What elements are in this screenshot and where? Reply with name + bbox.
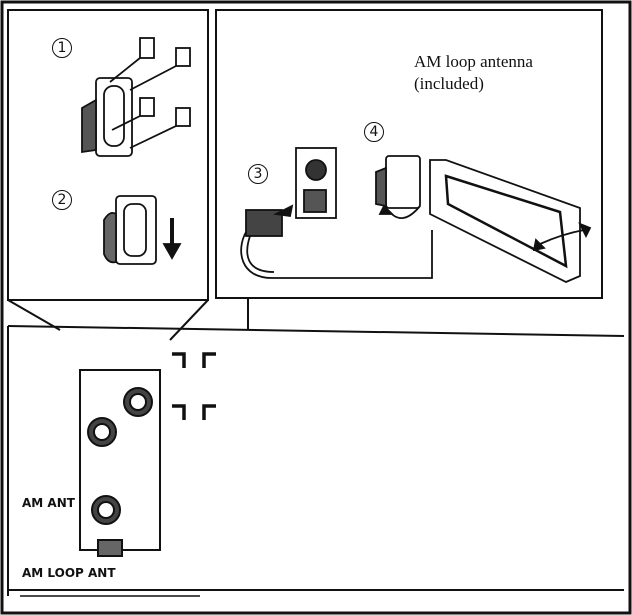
step3-illustration [240, 147, 433, 279]
callout-line-right [169, 299, 209, 341]
step-4-marker: 4 [364, 122, 384, 142]
step1-illustration [81, 37, 191, 157]
chassis-top-edge [7, 325, 625, 337]
antenna-note: (included) [414, 74, 484, 93]
mounting-marks [172, 352, 216, 420]
callout-line-left [7, 299, 61, 331]
terminal-module [79, 369, 161, 557]
antenna-connection-panel [215, 9, 603, 299]
step4-illustration [375, 155, 592, 283]
antenna-label: AM loop antenna [414, 52, 533, 71]
step2-illustration [103, 195, 182, 265]
am-ant-label: AM ANT [22, 496, 75, 510]
clip-assembly-panel [7, 9, 209, 301]
step-2-marker: 2 [52, 190, 72, 210]
step-3-marker: 3 [248, 164, 268, 184]
am-loop-ant-label: AM LOOP ANT [22, 566, 116, 580]
step-1-marker: 1 [52, 38, 72, 58]
